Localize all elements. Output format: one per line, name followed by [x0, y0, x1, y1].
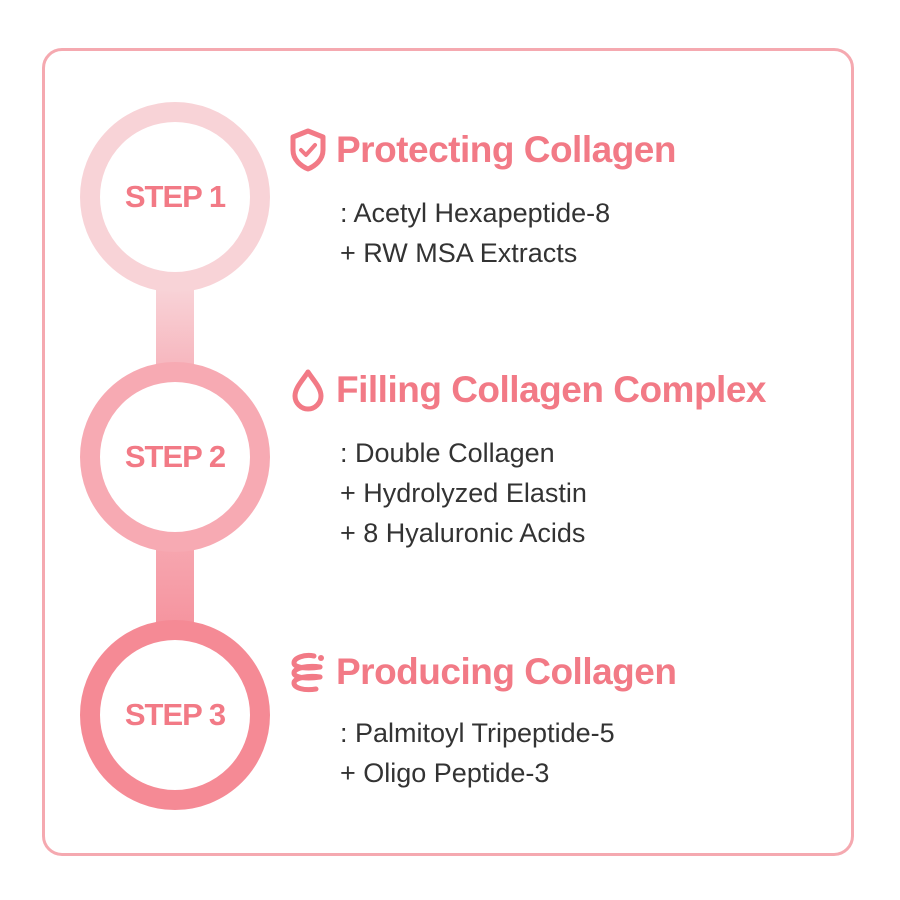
ingredient-line: + Hydrolyzed Elastin: [340, 478, 587, 508]
ingredient-line: : Palmitoyl Tripeptide-5: [340, 718, 615, 748]
step-3-ingredients: : Palmitoyl Tripeptide-5 + Oligo Peptide…: [340, 713, 615, 793]
step-3-label: STEP 3: [124, 697, 226, 732]
ingredient-line: + RW MSA Extracts: [340, 238, 578, 268]
step-1-title: Protecting Collagen: [336, 129, 676, 170]
step-3-circle: STEP 3: [80, 620, 270, 810]
step-2-label: STEP 2: [124, 439, 226, 474]
step-3-heading: Producing Collagen: [288, 650, 677, 694]
step-2-circle: STEP 2: [80, 362, 270, 552]
ingredient-line: + 8 Hyaluronic Acids: [340, 518, 586, 548]
water-drop-icon: [292, 369, 324, 412]
step-1-circle: STEP 1: [80, 102, 270, 292]
spiral-coil-icon: [291, 653, 324, 693]
ingredient-line: : Acetyl Hexapeptide-8: [340, 198, 611, 228]
step-1-heading: Protecting Collagen: [288, 128, 676, 172]
ingredient-line: : Double Collagen: [340, 438, 555, 468]
step-3-title: Producing Collagen: [336, 651, 677, 692]
step-1-ingredients: : Acetyl Hexapeptide-8 + RW MSA Extracts: [340, 193, 610, 273]
step-2-heading: Filling Collagen Complex: [288, 368, 766, 412]
connector-1-2: [156, 280, 194, 370]
step-2-title: Filling Collagen Complex: [336, 369, 766, 410]
ingredient-line: + Oligo Peptide-3: [340, 758, 550, 788]
step-1-label: STEP 1: [124, 179, 226, 214]
step-2-ingredients: : Double Collagen + Hydrolyzed Elastin +…: [340, 433, 587, 553]
connector-2-3: [156, 540, 194, 630]
shield-check-icon: [290, 128, 326, 172]
card-frame: [42, 48, 854, 856]
